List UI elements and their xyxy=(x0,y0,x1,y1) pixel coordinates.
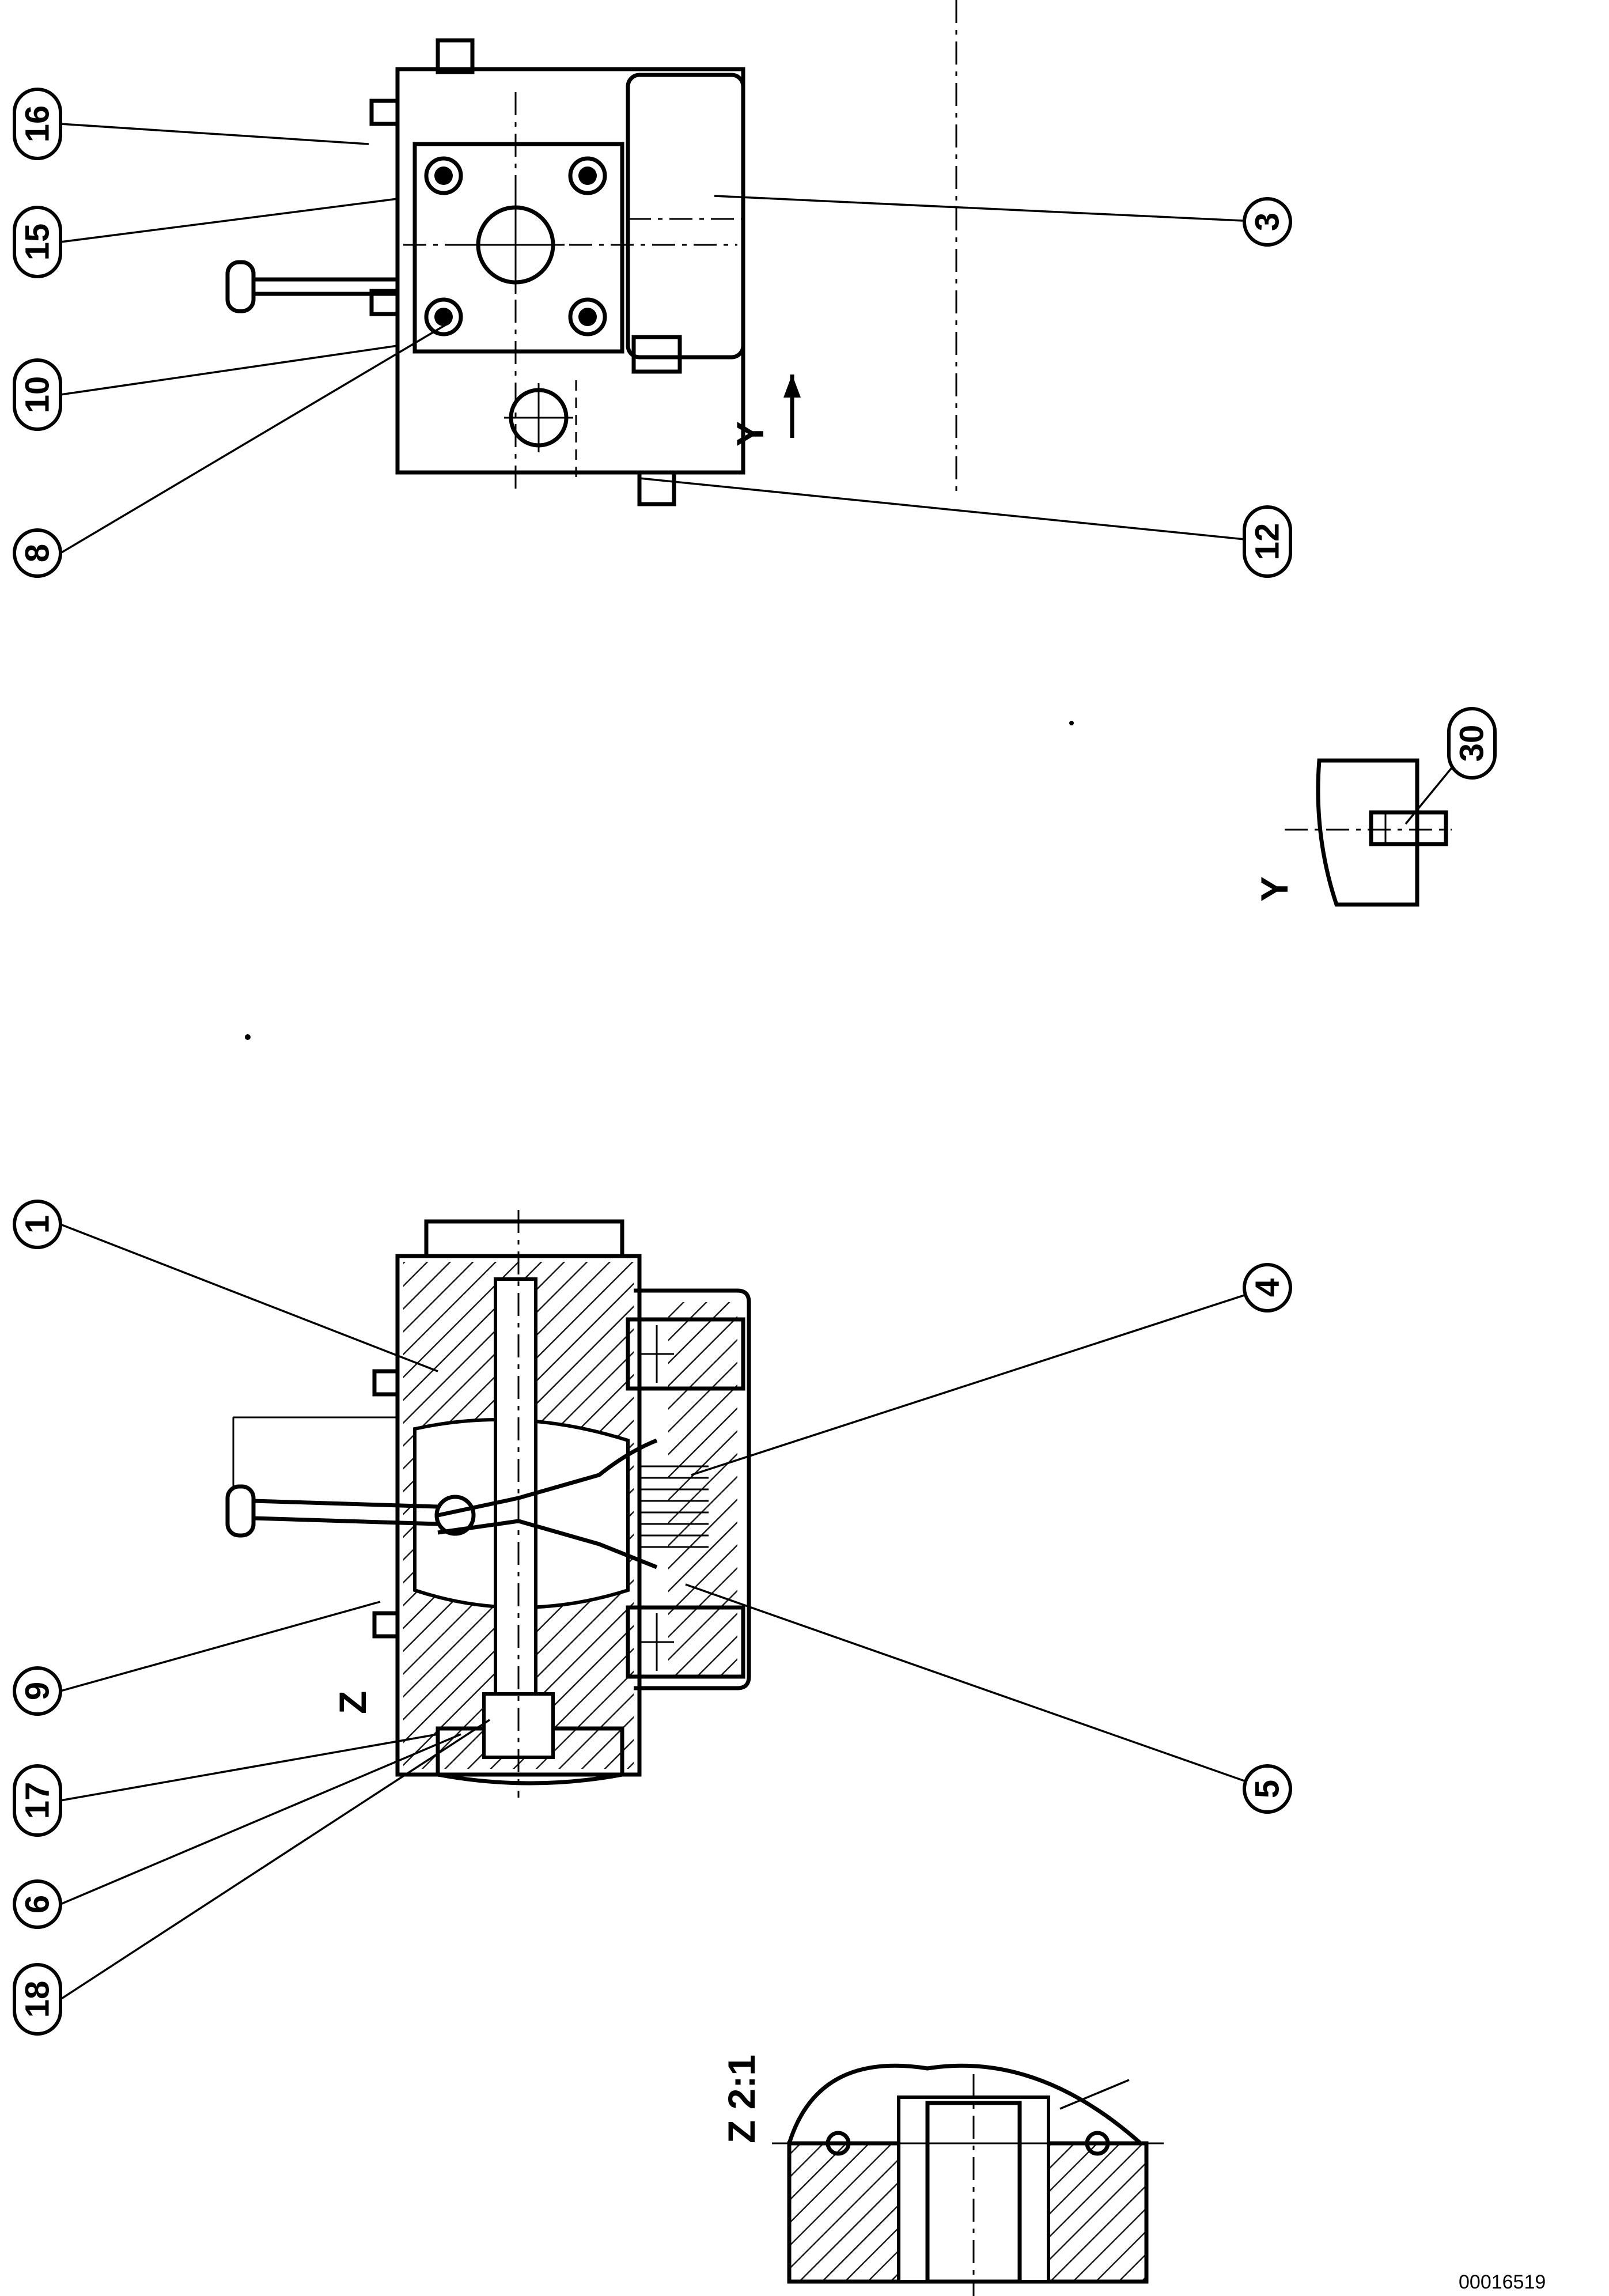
callout-8: 8 xyxy=(13,528,62,578)
view-z-detail-label: Z 2:1 xyxy=(720,2055,763,2143)
svg-text:16: 16 xyxy=(19,105,56,143)
svg-text:12: 12 xyxy=(1249,523,1286,561)
callout-15: 15 xyxy=(13,206,62,278)
svg-text:3: 3 xyxy=(1249,213,1286,231)
svg-text:1: 1 xyxy=(19,1215,56,1234)
svg-text:6: 6 xyxy=(19,1895,56,1913)
callout-4: 4 xyxy=(1243,1263,1292,1312)
callout-9: 9 xyxy=(13,1666,62,1716)
callout-30: 30 xyxy=(1447,707,1497,780)
detail-z: Z 2:1 xyxy=(720,2055,1164,2296)
view-y-detail: Y xyxy=(1253,758,1452,907)
top-view-valve: Y xyxy=(225,0,957,506)
document-number: 00016519 xyxy=(1459,2271,1546,2293)
callout-5: 5 xyxy=(1243,1764,1292,1814)
svg-text:8: 8 xyxy=(19,544,56,562)
view-y-detail-label: Y xyxy=(1253,876,1296,902)
view-z-marker-label: Z xyxy=(331,1691,374,1714)
callout-1: 1 xyxy=(13,1200,62,1249)
callout-10: 10 xyxy=(13,358,62,431)
svg-text:4: 4 xyxy=(1249,1279,1286,1297)
svg-text:30: 30 xyxy=(1453,725,1491,762)
scan-dot xyxy=(1069,721,1074,725)
spring xyxy=(639,1465,709,1548)
callout-6: 6 xyxy=(13,1879,62,1929)
view-y-arrow-label: Y xyxy=(729,421,771,447)
svg-text:10: 10 xyxy=(19,376,56,414)
callout-3: 3 xyxy=(1243,197,1292,247)
svg-text:18: 18 xyxy=(19,1981,56,2018)
svg-text:17: 17 xyxy=(19,1782,56,1820)
svg-text:15: 15 xyxy=(19,224,56,261)
callout-18: 18 xyxy=(13,1963,62,2036)
leader-lines xyxy=(60,123,1473,2000)
scan-dot xyxy=(245,1034,251,1040)
svg-text:5: 5 xyxy=(1249,1780,1286,1798)
callout-17: 17 xyxy=(13,1764,62,1837)
callout-12: 12 xyxy=(1243,505,1292,578)
callout-16: 16 xyxy=(13,88,62,160)
svg-text:9: 9 xyxy=(19,1682,56,1700)
section-view-valve: Z xyxy=(225,1210,751,1798)
bolt-heads xyxy=(424,156,607,336)
